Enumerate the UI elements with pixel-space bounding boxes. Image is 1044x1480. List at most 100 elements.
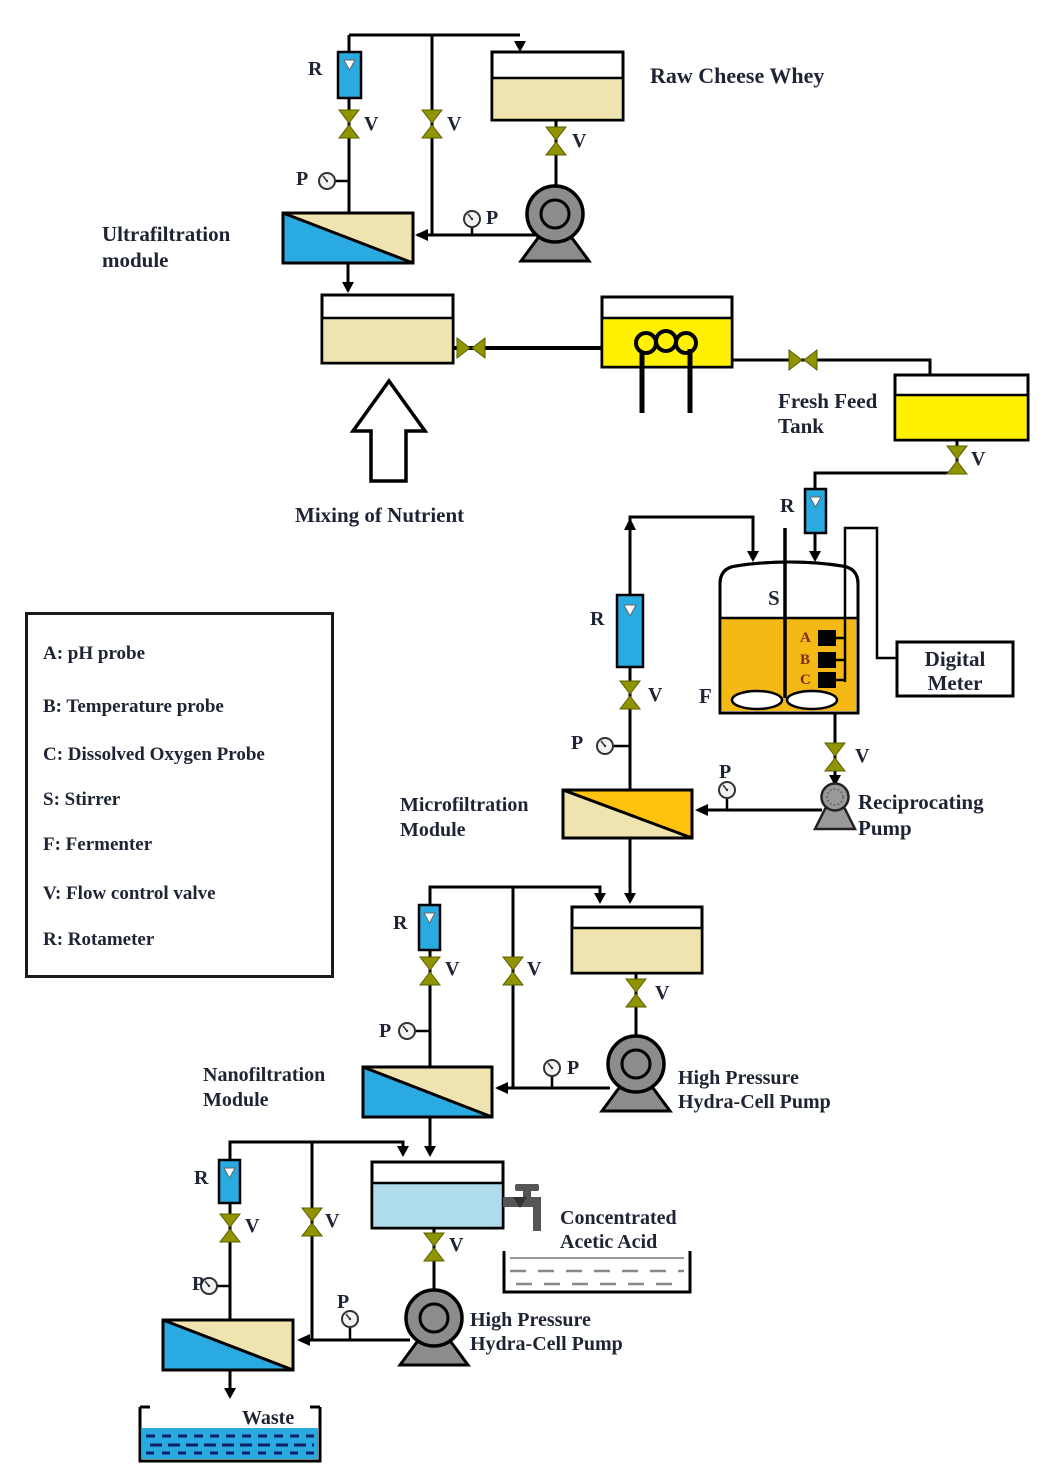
pressure-gauge [318, 172, 336, 190]
rotameter-mf-retentate [615, 593, 645, 669]
pressure-tag: P [192, 1273, 205, 1295]
arrow-down [424, 1146, 436, 1157]
legend-item: C: Dissolved Oxygen Probe [43, 744, 265, 765]
acetic-acid-product-tank [370, 1160, 505, 1230]
arrow-down [514, 41, 526, 52]
arrow-down [342, 282, 354, 293]
stirrer-tag: S [768, 586, 780, 610]
valve-tag: V [572, 130, 587, 152]
temperature-probe-tag: B [800, 652, 811, 668]
high-pressure-pump-1-label: High Pressure [678, 1067, 799, 1089]
legend-item: B: Temperature probe [43, 696, 224, 717]
impeller [785, 689, 839, 711]
arrow-down [224, 1388, 236, 1399]
valve-tag: V [655, 982, 670, 1004]
legend-item: S: Stirrer [43, 789, 121, 810]
reciprocating-pump-label: Reciprocating [858, 790, 984, 814]
fresh-feed-tank [893, 373, 1030, 442]
legend-box: A: pH probe B: Temperature probe C: Diss… [25, 612, 334, 978]
waste-label: Waste [242, 1407, 295, 1429]
pressure-tag: P [486, 207, 499, 229]
high-pressure-pump-2-label: High Pressure [470, 1309, 591, 1331]
concentrated-acetic-acid-label-2: Acetic Acid [560, 1231, 658, 1253]
concentrated-acetic-acid-label: Concentrated [560, 1207, 677, 1229]
valve-tag: V [449, 1234, 464, 1256]
valve-tag: V [971, 448, 986, 470]
valve-tag: V [527, 958, 542, 980]
mixing-tank [320, 293, 455, 365]
legend-item: V: Flow control valve [43, 883, 216, 904]
flow-arrows [224, 41, 841, 1399]
ultrafiltration-label-2: module [102, 248, 169, 272]
rotameter-tag: R [590, 608, 605, 630]
nanofiltration-label: Nanofiltration [203, 1064, 326, 1086]
raw-cheese-whey-tank [490, 50, 625, 122]
valve-tag: V [364, 113, 379, 135]
acetic-acid-container [502, 1251, 692, 1294]
microfiltration-module [561, 788, 694, 840]
ph-probe [818, 630, 836, 646]
valve-tag: V [445, 958, 460, 980]
rotameter-tag: R [780, 495, 795, 517]
valve-tag: V [447, 113, 462, 135]
arrow-down [594, 893, 606, 904]
post-mf-holding-tank [570, 905, 704, 975]
pressure-gauge [596, 737, 614, 755]
high-pressure-pump-2 [398, 1288, 470, 1367]
microfiltration-label: Microfiltration [400, 794, 529, 816]
rotameter-tag: R [194, 1167, 209, 1189]
reciprocating-pump-label-2: Pump [858, 816, 912, 840]
fermenter-tag: F [699, 684, 712, 708]
pipe [732, 358, 932, 375]
arrow-down [747, 551, 759, 562]
pressure-gauge [718, 781, 736, 799]
impeller [730, 689, 784, 711]
rotameter-tag: R [308, 58, 323, 80]
probe-wiring [836, 526, 897, 682]
arrow-down [829, 775, 841, 786]
polishing-module [161, 1318, 295, 1372]
pressure-tag: P [296, 168, 309, 190]
temperature-probe [818, 652, 836, 668]
pressure-gauge [398, 1022, 416, 1040]
valve-tag: V [648, 684, 663, 706]
high-pressure-pump-2-label-2: Hydra-Cell Pump [470, 1333, 623, 1355]
feed-pump [519, 184, 591, 263]
legend-item: F: Fermenter [43, 834, 153, 855]
high-pressure-pump-1-label-2: Hydra-Cell Pump [678, 1091, 831, 1113]
arrow-up [624, 518, 636, 530]
pipe [813, 440, 959, 558]
ph-probe-tag: A [800, 630, 811, 646]
pressure-tag: P [567, 1057, 580, 1079]
rotameter-fermenter-feed [803, 487, 828, 535]
valve-tag: V [855, 745, 870, 767]
high-pressure-pump-1 [600, 1034, 672, 1113]
nanofiltration-module [361, 1065, 494, 1119]
pressure-gauge [463, 210, 481, 228]
arrow-down [624, 893, 636, 904]
arrow-down [397, 1146, 409, 1157]
waste-container [138, 1405, 322, 1463]
ultrafiltration-module [281, 211, 415, 265]
arrow-left [297, 1334, 310, 1346]
rotameter-tag: R [393, 912, 408, 934]
mixing-of-nutrient-label: Mixing of Nutrient [295, 503, 465, 527]
nanofiltration-label-2: Module [203, 1089, 269, 1111]
rotameter-uf-retentate [336, 50, 363, 100]
rotameter-nf-retentate [417, 903, 442, 952]
tap-icon [503, 1184, 541, 1231]
fresh-feed-tank-label: Fresh Feed [778, 389, 878, 413]
dissolved-oxygen-probe [818, 672, 836, 688]
rotameter-polishing-retentate [217, 1158, 242, 1205]
reciprocating-pump [812, 782, 858, 831]
digital-meter-box [895, 640, 1015, 698]
raw-cheese-whey-label: Raw Cheese Whey [650, 63, 825, 88]
arrow-down [809, 551, 821, 562]
fresh-feed-tank-label-2: Tank [778, 414, 824, 438]
arrow-left [695, 804, 708, 816]
pressure-tag: P [379, 1020, 392, 1042]
valve-tag: V [325, 1210, 340, 1232]
pressure-gauge [543, 1059, 561, 1077]
